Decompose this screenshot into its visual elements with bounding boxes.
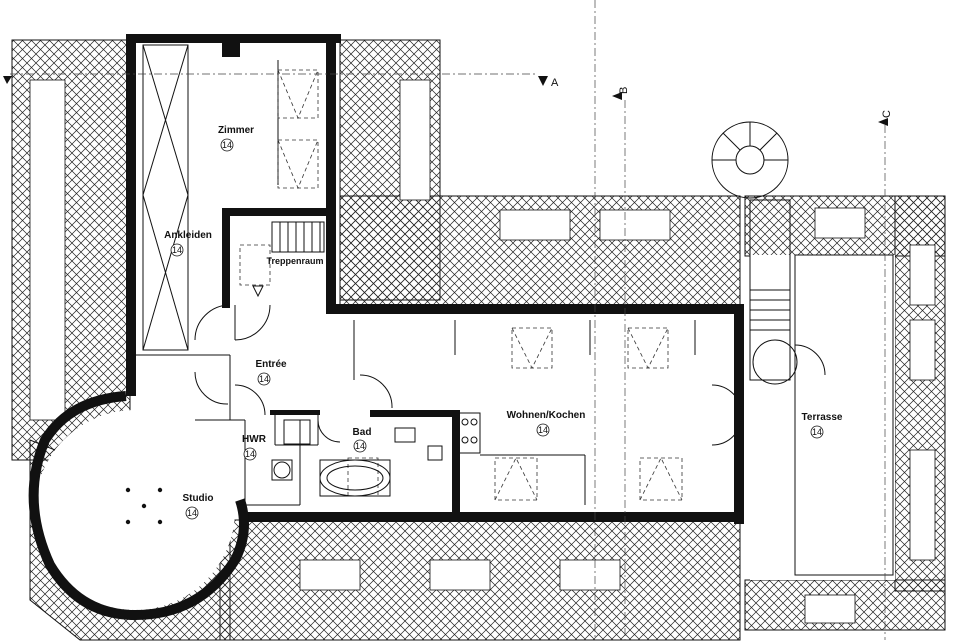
room-number-circle [243,447,257,461]
room-name-studio: Studio [182,493,213,504]
room-name-wohnen-kochen: Wohnen/Kochen [507,410,586,421]
skylights [277,69,683,501]
room-name-ankleiden: Ankleiden [164,230,212,241]
room-name-treppenraum: Treppenraum [266,256,323,266]
room-name-terrasse: Terrasse [802,412,843,423]
walls [126,34,744,524]
room-name-hwr: HWR [242,434,267,445]
room-number-circle [536,423,550,437]
doors [194,304,826,446]
room-number-bad: 14 [355,441,365,451]
kitchen-stove [461,418,478,444]
section-marker-a: A [551,77,559,89]
roof-windows [29,79,936,624]
room-number-studio: 14 [187,508,197,518]
stairs-treppenraum [239,221,325,298]
terrace-outline [794,254,894,576]
room-number-circle [353,439,367,453]
room-number-circle [170,243,184,257]
room-number-wohnen-kochen: 14 [538,425,548,435]
room-number-circle [810,425,824,439]
room-name-zimmer: Zimmer [218,125,254,136]
closet-shelves [142,44,279,351]
partitions [136,320,696,506]
spiral-stair [711,121,798,385]
section-marker-b: B [618,87,630,94]
room-name-bad: Bad [353,427,372,438]
bath-fixtures [271,419,443,497]
room-name-entree: Entrée [255,359,287,370]
studio-dots [125,487,163,525]
room-number-circle [257,372,271,386]
room-number-hwr: 14 [245,449,255,459]
room-number-entree: 14 [259,374,269,384]
section-lines [3,0,888,640]
studio-round-wall [28,391,249,621]
room-number-zimmer: 14 [222,140,232,150]
room-number-circle [185,506,199,520]
room-labels: Zimmer 14 Ankleiden 14 Treppenraum Entré… [164,125,843,520]
room-number-circle [220,138,234,152]
room-number-ankleiden: 14 [172,245,182,255]
room-number-terrasse: 14 [812,427,822,437]
section-marker-c: C [881,110,893,118]
